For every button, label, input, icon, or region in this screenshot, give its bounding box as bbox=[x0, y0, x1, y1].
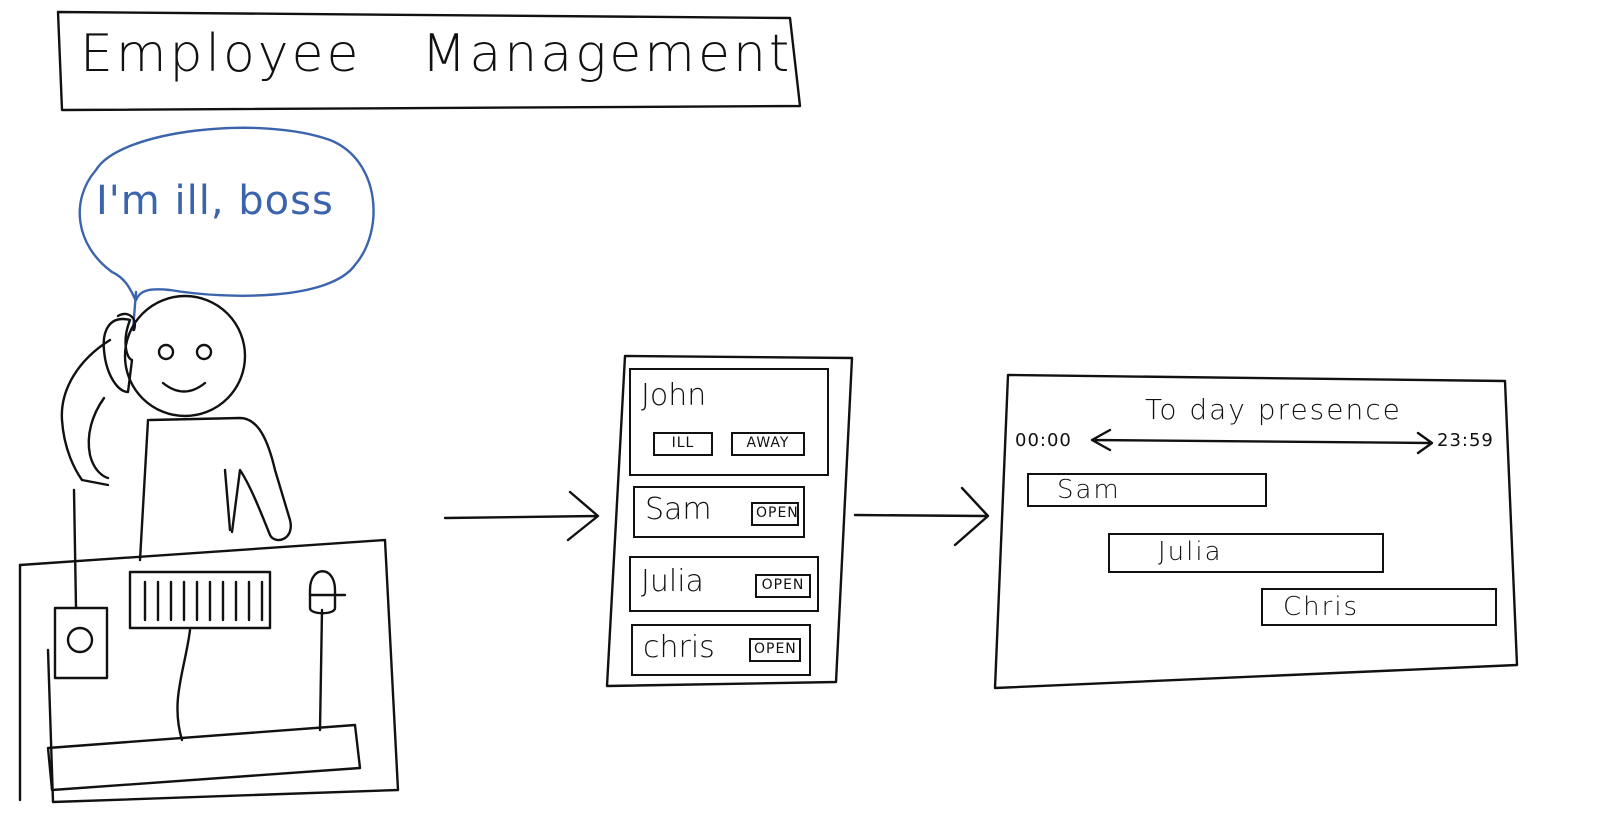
employee-name: Julia bbox=[641, 564, 704, 599]
title-frame bbox=[56, 10, 802, 112]
speech-bubble bbox=[78, 126, 375, 302]
speech-text: I'm ill, boss bbox=[96, 178, 334, 224]
status-badge-ill[interactable]: ILL bbox=[653, 432, 713, 456]
employee-card-sam[interactable]: Sam OPEN bbox=[633, 486, 805, 538]
employee-card-julia[interactable]: Julia OPEN bbox=[629, 556, 819, 612]
presence-bar-chris[interactable]: Chris bbox=[1261, 588, 1497, 626]
end-time-label: 23:59 bbox=[1437, 430, 1494, 451]
employee-name: chris bbox=[643, 630, 715, 665]
arrow-to-list bbox=[443, 490, 600, 542]
employee-name: John bbox=[641, 378, 707, 413]
presence-panel: To day presence 00:00 23:59 Sam Julia Ch… bbox=[995, 375, 1517, 685]
presence-bar-label: Chris bbox=[1283, 592, 1360, 622]
person-illustration bbox=[60, 294, 292, 562]
status-badge-away[interactable]: AWAY bbox=[731, 432, 805, 456]
status-badge-open[interactable]: OPEN bbox=[751, 502, 799, 526]
start-time-label: 00:00 bbox=[1015, 430, 1072, 451]
employee-card-john[interactable]: John ILL AWAY bbox=[629, 368, 829, 476]
presence-title: To day presence bbox=[1145, 393, 1402, 426]
employee-name: Sam bbox=[645, 492, 712, 527]
title-word-2: Management bbox=[421, 24, 793, 84]
page-title: Employee Management bbox=[80, 24, 792, 84]
status-badge-open[interactable]: OPEN bbox=[755, 574, 811, 598]
employee-card-chris[interactable]: chris OPEN bbox=[631, 624, 811, 676]
arrow-to-presence bbox=[853, 486, 990, 547]
desk-illustration bbox=[18, 488, 400, 804]
status-badge-open[interactable]: OPEN bbox=[749, 638, 801, 662]
employee-list-frame bbox=[605, 354, 854, 688]
desk-drawer bbox=[46, 723, 362, 792]
presence-bar-label: Julia bbox=[1158, 537, 1223, 567]
presence-bar-julia[interactable]: Julia bbox=[1108, 533, 1384, 573]
person-head bbox=[123, 294, 247, 418]
timeline-arrow bbox=[1090, 428, 1434, 455]
presence-frame bbox=[993, 373, 1519, 690]
title-word-1: Employee bbox=[80, 24, 362, 84]
presence-bar-label: Sam bbox=[1057, 475, 1121, 505]
employee-list: John ILL AWAY Sam OPEN Julia OPEN chris … bbox=[607, 356, 839, 686]
power-socket bbox=[53, 606, 109, 680]
presence-bar-sam[interactable]: Sam bbox=[1027, 473, 1267, 507]
phone-icon bbox=[116, 312, 137, 332]
mouse bbox=[308, 570, 337, 615]
keyboard bbox=[128, 570, 272, 630]
